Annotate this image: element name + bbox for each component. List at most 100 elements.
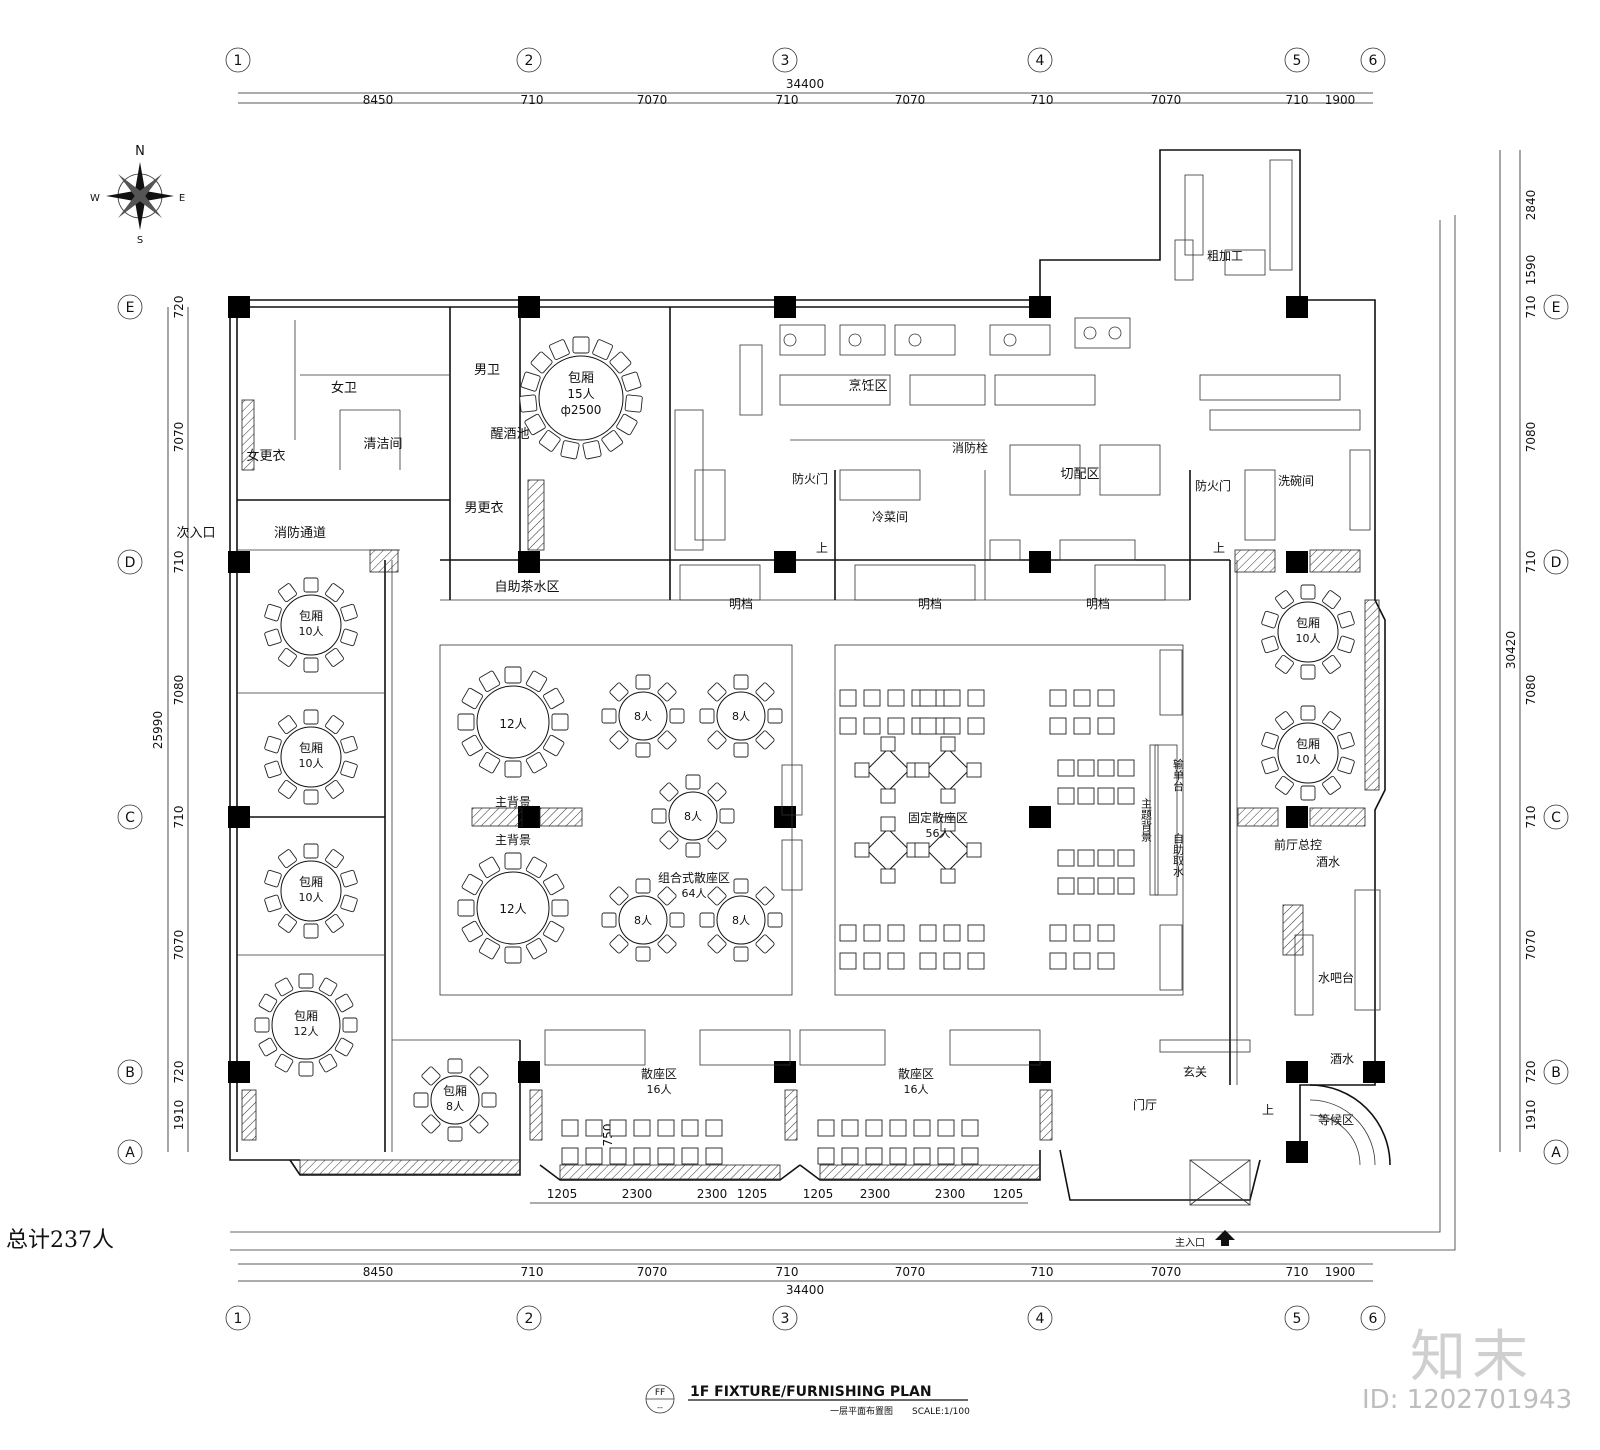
svg-text:1205: 1205 xyxy=(737,1187,768,1201)
chair xyxy=(967,952,985,970)
label-water-bar: 水吧台 xyxy=(1318,970,1354,985)
label-mens-wc: 男卫 xyxy=(474,363,500,378)
svg-text:2: 2 xyxy=(525,1311,534,1327)
chair xyxy=(298,1061,314,1077)
chair xyxy=(1049,689,1067,707)
svg-text:6: 6 xyxy=(1369,53,1378,69)
chair xyxy=(817,1119,835,1137)
row-axis-left: E D C B A xyxy=(117,294,143,1165)
svg-text:2300: 2300 xyxy=(697,1187,728,1201)
chair xyxy=(1275,590,1294,610)
chair xyxy=(1300,664,1316,680)
chair xyxy=(469,1114,489,1134)
table-8b-label: 8人 xyxy=(732,710,750,723)
svg-text:4: 4 xyxy=(1036,53,1045,69)
chair xyxy=(504,852,522,870)
chair xyxy=(325,913,344,933)
chair xyxy=(278,913,297,933)
booth-seat-12 xyxy=(839,924,857,970)
chair xyxy=(1300,785,1316,801)
chair xyxy=(635,878,651,894)
table-12b-label: 12人 xyxy=(499,902,526,916)
chair xyxy=(609,886,629,906)
label-lobby: 门厅 xyxy=(1133,1097,1157,1112)
vip-left-4-table-top xyxy=(271,990,341,1060)
chair xyxy=(1097,759,1115,777)
chair xyxy=(707,730,727,750)
label-self-water: 自助取水 xyxy=(1172,833,1185,877)
chair xyxy=(1057,877,1075,895)
svg-text:1590: 1590 xyxy=(1524,255,1538,286)
chair xyxy=(755,886,775,906)
chair xyxy=(264,735,282,754)
chair xyxy=(889,1147,907,1165)
chair xyxy=(421,1114,441,1134)
building-walls xyxy=(229,149,1456,1251)
spiral-stair xyxy=(1309,1084,1391,1166)
chair xyxy=(1097,689,1115,707)
chair xyxy=(705,1119,723,1137)
square-table-top xyxy=(926,748,970,792)
chair xyxy=(1322,711,1341,731)
table-12b-top xyxy=(476,871,550,945)
svg-text:7070: 7070 xyxy=(637,1265,668,1279)
label-theme-bg: 主题背景 xyxy=(1140,798,1153,842)
chair xyxy=(839,952,857,970)
table-8d xyxy=(601,878,685,962)
chair xyxy=(659,782,679,802)
svg-text:7070: 7070 xyxy=(895,93,926,107)
chair xyxy=(504,666,522,684)
chair xyxy=(657,934,677,954)
svg-text:A: A xyxy=(1551,1145,1561,1161)
chair xyxy=(1337,610,1355,629)
vip15-table-top xyxy=(538,355,624,441)
chair xyxy=(685,842,701,858)
chair xyxy=(504,760,522,778)
chair xyxy=(278,647,297,667)
chair xyxy=(1073,689,1091,707)
dimension-top: 34400 8450 710 7070 710 7070 710 7070 71… xyxy=(238,77,1373,107)
booth-seat-16 xyxy=(943,924,961,970)
tables-layer xyxy=(254,336,1355,1142)
chair xyxy=(880,816,896,832)
svg-text:5: 5 xyxy=(1293,1311,1302,1327)
plan-scale: SCALE:1/100 xyxy=(912,1407,970,1417)
chair xyxy=(919,952,937,970)
chair xyxy=(525,670,548,692)
chair xyxy=(469,1066,489,1086)
chair xyxy=(525,938,548,960)
axis-bubble-5-top: 5 xyxy=(1284,47,1310,73)
axis-bubble-3-top: 3 xyxy=(772,47,798,73)
svg-text:710: 710 xyxy=(1524,296,1538,319)
vip-left-2-table-top xyxy=(280,726,342,788)
chair xyxy=(258,1037,278,1057)
title-block: FF -- 1F FIXTURE/FURNISHING PLAN 一层平面布置图… xyxy=(645,1384,970,1417)
chair xyxy=(549,339,570,360)
chair xyxy=(303,789,319,805)
chair xyxy=(635,742,651,758)
chair xyxy=(278,583,297,603)
svg-text:710: 710 xyxy=(521,93,544,107)
vip-right-1-name: 包厢 xyxy=(1296,616,1320,630)
axis-bubble-1-top: 1 xyxy=(225,47,251,73)
chair xyxy=(298,973,314,989)
chair xyxy=(303,923,319,939)
title-tag-bottom: -- xyxy=(657,1403,663,1412)
image-id-label: ID: 1202701943 xyxy=(1362,1385,1573,1415)
axis-bubble-E-left: E xyxy=(117,294,143,320)
label-entry: 玄关 xyxy=(1183,1064,1207,1079)
svg-text:7070: 7070 xyxy=(637,93,668,107)
chair xyxy=(325,583,344,603)
svg-text:2300: 2300 xyxy=(860,1187,891,1201)
chair xyxy=(1097,717,1115,735)
chair xyxy=(609,682,629,702)
chair xyxy=(318,977,338,997)
svg-text:710: 710 xyxy=(1286,1265,1309,1279)
svg-text:S: S xyxy=(137,235,143,246)
label-womens-changing: 女更衣 xyxy=(246,448,285,464)
chair xyxy=(719,808,735,824)
svg-text:6: 6 xyxy=(1369,1311,1378,1327)
chair xyxy=(887,717,905,735)
booth-seat-19 xyxy=(1073,924,1091,970)
label-open-3: 明档 xyxy=(1086,597,1110,611)
